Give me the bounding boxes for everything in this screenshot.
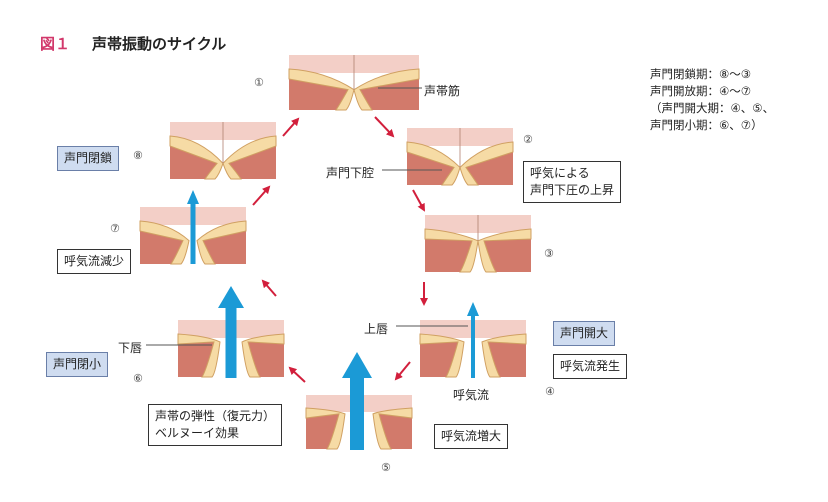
box-glottis-closed: 声門閉鎖 — [57, 146, 120, 171]
flow-arrow-stage-6 — [218, 286, 244, 378]
box-line: 呼気による — [530, 166, 590, 180]
box-glottis-open-wide: 声門開大 — [553, 321, 616, 346]
stage-number-2: ② — [523, 133, 533, 146]
stage-number-6: ⑥ — [133, 372, 143, 385]
box-subglottic-pressure: 呼気による 声門下圧の上昇 — [523, 161, 622, 203]
box-line: 声門下圧の上昇 — [530, 183, 615, 197]
mucosa-left — [419, 333, 465, 378]
muscle-right — [248, 338, 284, 377]
box-line: ベルヌーイ効果 — [155, 426, 240, 440]
phase-legend: 声門閉鎖期：⑧～③ 声門開放期：④～⑦ （声門開大期：④、⑤、 声門閉小期：⑥、… — [650, 66, 774, 134]
label-expiratory-flow: 呼気流 — [453, 388, 490, 402]
flow-arrow-stage-4 — [467, 302, 479, 378]
cycle-arrow-7 — [252, 185, 271, 206]
mucosa-left — [177, 333, 221, 378]
label-upper-lip: 上唇 — [364, 322, 389, 336]
mucosa-right — [459, 141, 514, 186]
cycle-arrow-2 — [412, 189, 425, 212]
mucosa-right — [481, 333, 527, 378]
box-line: 声帯の弾性（復元力） — [155, 409, 276, 423]
muscle-right — [360, 73, 419, 110]
legend-line: 声門閉小期：⑥、⑦） — [650, 118, 763, 132]
label-lower-lip: 下唇 — [118, 341, 143, 355]
mucosa-right — [353, 68, 420, 111]
stage-number-5: ⑤ — [381, 461, 391, 474]
cycle-arrow-4 — [394, 361, 411, 381]
cycle-arrow-5 — [288, 366, 306, 383]
muscle-left — [420, 338, 458, 377]
stage-number-4: ④ — [545, 385, 555, 398]
vocal-fold-panel-2 — [406, 128, 514, 186]
mucosa-left — [424, 228, 479, 273]
muscle-left — [425, 233, 472, 272]
stage-number-7: ⑦ — [110, 222, 120, 235]
flow-arrow-stage-7 — [187, 190, 199, 264]
muscle-right — [488, 338, 526, 377]
mucosa-right — [196, 220, 247, 265]
figure-title: 声帯振動のサイクル — [92, 35, 227, 53]
cycle-arrow-8 — [282, 117, 300, 137]
mucosa-right — [372, 407, 413, 450]
muscle-left — [289, 73, 348, 110]
mucosa-right — [477, 228, 532, 273]
mucosa-right — [241, 333, 285, 378]
mucosa-left — [139, 220, 190, 265]
box-glottis-narrowing: 声門閉小 — [46, 352, 109, 377]
legend-line: 声門開放期：④～⑦ — [650, 84, 752, 98]
muscle-right — [484, 233, 531, 272]
vocal-fold-panel-3 — [424, 215, 532, 273]
figure-number: 図１ — [40, 35, 71, 53]
legend-line: （声門開大期：④、⑤、 — [650, 101, 775, 115]
mucosa-left — [169, 135, 224, 180]
vocal-fold-panel-1 — [288, 55, 420, 111]
label-vocal-muscle: 声帯筋 — [424, 84, 461, 98]
mucosa-right — [222, 135, 277, 180]
mucosa-left — [406, 141, 461, 186]
flow-arrow-stage-5 — [342, 352, 372, 450]
vocal-fold-panel-8 — [169, 122, 277, 180]
box-flow-increase: 呼気流増大 — [434, 424, 509, 449]
stage-number-3: ③ — [544, 247, 554, 260]
muscle-left — [178, 338, 214, 377]
box-elasticity: 声帯の弾性（復元力） ベルヌーイ効果 — [148, 404, 283, 446]
cycle-arrow-1 — [374, 116, 395, 138]
label-subglottic-cavity: 声門下腔 — [326, 166, 375, 180]
stage-number-1: ① — [254, 76, 264, 89]
box-flow-decrease: 呼気流減少 — [57, 249, 132, 274]
legend-line: 声門閉鎖期：⑧～③ — [650, 67, 752, 81]
cycle-arrow-6 — [261, 279, 277, 297]
muscle-left — [140, 225, 183, 264]
box-flow-onset: 呼気流発生 — [553, 354, 628, 379]
muscle-right — [203, 225, 246, 264]
mucosa-left — [288, 68, 355, 111]
stage-number-8: ⑧ — [133, 149, 143, 162]
mucosa-left — [305, 407, 346, 450]
